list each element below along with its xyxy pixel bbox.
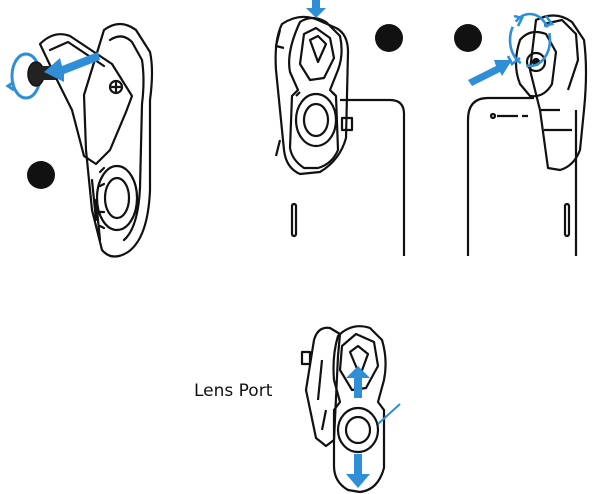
lens-port-label: Lens Port xyxy=(194,381,273,401)
lens-port-up-arrow xyxy=(346,366,370,398)
step-3-marker xyxy=(454,24,482,52)
step-2-marker xyxy=(375,24,403,52)
step-3-rotate-indicator xyxy=(506,12,555,68)
lens-port-pointer-line xyxy=(377,403,401,425)
step-1-insert-arrow xyxy=(44,52,100,82)
step-3-clip-illustration xyxy=(514,14,588,172)
lens-port-clip-illustration xyxy=(300,325,387,494)
lens-port-down-arrow xyxy=(346,454,370,488)
step-1-screw-knob xyxy=(5,52,56,100)
step-1-marker xyxy=(27,161,55,189)
step-2-down-arrow xyxy=(306,0,326,18)
step-2-phone-outline xyxy=(290,98,406,256)
step-2-clip-illustration xyxy=(274,15,354,176)
step-3-push-arrow xyxy=(468,60,512,86)
step-3-phone-outline xyxy=(466,96,578,256)
step-1-clip-illustration xyxy=(38,22,154,258)
